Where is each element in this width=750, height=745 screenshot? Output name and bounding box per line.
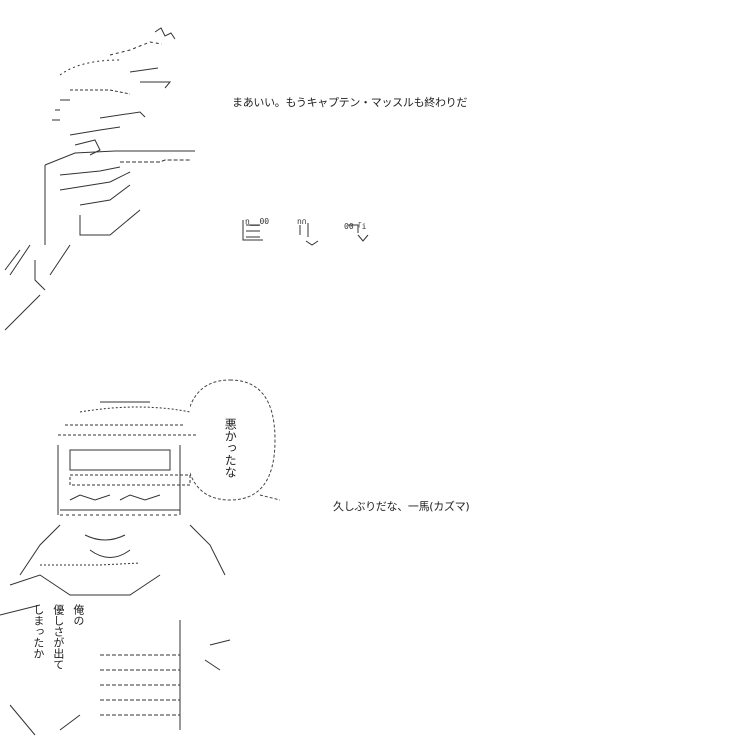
bubble-text: 悪かったな bbox=[223, 418, 238, 478]
sfx-glyphs: n__00 n∩ 00「i bbox=[240, 215, 380, 255]
left-vertical-text-3: 俺の bbox=[71, 604, 85, 626]
top-caption: まあいい。もうキャプテン・マッスルも終わりだ bbox=[232, 96, 468, 109]
speech-bubble bbox=[190, 370, 280, 510]
bottom-ascii-figure bbox=[0, 390, 240, 740]
left-vertical-text-2: しまったか bbox=[31, 604, 45, 659]
left-vertical-text-1: 優しさが出て bbox=[51, 604, 65, 670]
top-ascii-figure bbox=[0, 20, 200, 340]
bottom-caption: 久しぶりだな、一馬(カズマ) bbox=[333, 500, 470, 513]
svg-text:00「i: 00「i bbox=[344, 222, 367, 231]
svg-text:n__00: n__00 bbox=[245, 217, 269, 226]
svg-text:n∩: n∩ bbox=[297, 217, 307, 226]
